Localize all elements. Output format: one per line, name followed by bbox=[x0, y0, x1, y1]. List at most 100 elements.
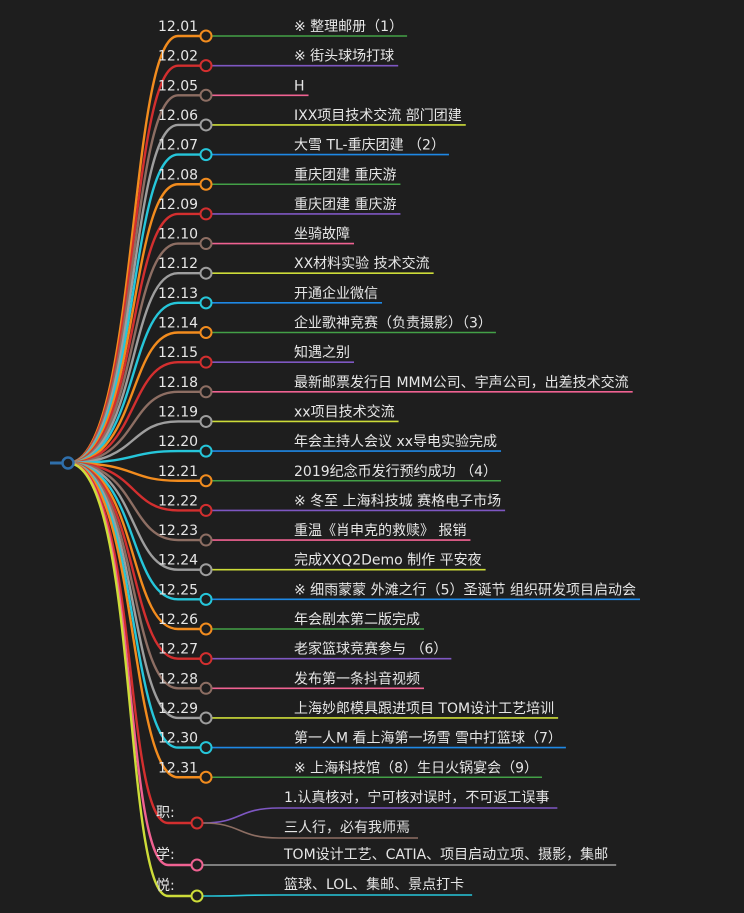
child-text: ※ 整理邮册（1） bbox=[294, 19, 403, 35]
date-label: 12.02 bbox=[158, 49, 198, 65]
child-text: ※ 冬至 上海科技城 赛格电子市场 bbox=[294, 492, 501, 509]
date-node-13-dot[interactable] bbox=[199, 414, 213, 428]
child-text: 第一人M 看上海第一场雪 雪中打篮球（7） bbox=[294, 730, 562, 747]
date-label: 12.27 bbox=[158, 642, 198, 658]
child-text: 大雪 TL-重庆团建 （2） bbox=[294, 138, 445, 154]
date-node-20-dot[interactable] bbox=[199, 622, 213, 636]
date-label: 12.25 bbox=[158, 582, 198, 598]
date-node-12-branch bbox=[67, 390, 206, 465]
date-label: 12.20 bbox=[158, 434, 198, 450]
date-label: 12.07 bbox=[158, 138, 198, 154]
date-label: 12.24 bbox=[158, 553, 198, 569]
category-child-text: TOM设计工艺、CATIA、项目启动立项、摄影，集邮 bbox=[283, 846, 608, 863]
date-node-24-dot[interactable] bbox=[199, 741, 213, 755]
date-node-22-dot[interactable] bbox=[199, 681, 213, 695]
category-child-text: 三人行，必有我师焉 bbox=[284, 820, 410, 836]
date-node-8-branch bbox=[67, 272, 206, 465]
category-label: 学: bbox=[156, 847, 175, 863]
child-text: 重庆团建 重庆游 bbox=[294, 197, 396, 213]
child-text: 知遇之别 bbox=[294, 344, 350, 361]
date-node-2-dot[interactable] bbox=[199, 88, 213, 102]
date-node-13-branch bbox=[67, 420, 206, 465]
child-text: 最新邮票发行日 MMM公司、宇声公司，出差技术交流 bbox=[294, 374, 629, 391]
date-label: 12.23 bbox=[158, 523, 198, 539]
date-node-25-branch bbox=[67, 461, 206, 779]
category-dot[interactable] bbox=[190, 889, 204, 903]
child-text: 重温《肖申克的救赎》 报销 bbox=[294, 522, 466, 539]
date-label: 12.31 bbox=[158, 760, 198, 776]
child-text: 完成XXQ2Demo 制作 平安夜 bbox=[294, 553, 482, 569]
date-node-5-dot[interactable] bbox=[199, 177, 213, 191]
connectors bbox=[67, 34, 640, 898]
date-label: 12.12 bbox=[158, 256, 198, 272]
date-label: 12.14 bbox=[158, 316, 198, 332]
category-child-text: 篮球、LOL、集邮、景点打卡 bbox=[284, 876, 464, 893]
category-label: 悦: bbox=[156, 878, 175, 894]
date-label: 12.22 bbox=[158, 493, 198, 509]
date-node-8-dot[interactable] bbox=[199, 266, 213, 280]
date-label: 12.10 bbox=[158, 227, 198, 243]
category-dot[interactable] bbox=[190, 858, 204, 872]
date-label: 12.30 bbox=[158, 731, 198, 747]
date-label: 12.08 bbox=[158, 167, 198, 183]
date-node-21-dot[interactable] bbox=[199, 652, 213, 666]
date-node-9-dot[interactable] bbox=[199, 296, 213, 310]
date-node-23-dot[interactable] bbox=[199, 711, 213, 725]
child-text: 老家篮球竞赛参与 （6） bbox=[294, 641, 447, 658]
child-text: 上海妙郎模具跟进项目 TOM设计工艺培训 bbox=[294, 701, 554, 717]
date-node-17-branch bbox=[67, 461, 206, 542]
date-node-11-branch bbox=[67, 360, 206, 465]
date-label: 12.19 bbox=[158, 404, 198, 420]
child-text: 年会主持人会议 xx导电实验完成 bbox=[294, 434, 497, 450]
category-child-text: 1.认真核对，宁可核对误时，不可返工误事 bbox=[284, 789, 549, 806]
date-node-14-branch bbox=[67, 449, 206, 465]
date-node-1-dot[interactable] bbox=[199, 59, 213, 73]
date-label: 12.18 bbox=[158, 375, 198, 391]
date-node-16-dot[interactable] bbox=[199, 503, 213, 517]
child-text: 开通企业微信 bbox=[294, 285, 378, 302]
date-label: 12.21 bbox=[158, 464, 198, 480]
date-label: 12.26 bbox=[158, 612, 198, 628]
date-label: 12.29 bbox=[158, 701, 198, 717]
category-child-connector bbox=[202, 894, 473, 897]
date-node-18-dot[interactable] bbox=[199, 563, 213, 577]
child-text: ※ 细雨蒙蒙 外滩之行（5）圣诞节 组织研发项目启动会 bbox=[294, 582, 636, 598]
category-branch bbox=[67, 461, 197, 898]
child-text: 年会剧本第二版完成 bbox=[294, 611, 420, 628]
date-node-25-dot[interactable] bbox=[199, 770, 213, 784]
date-node-12-dot[interactable] bbox=[199, 385, 213, 399]
date-node-0-dot[interactable] bbox=[199, 29, 213, 43]
date-node-10-dot[interactable] bbox=[199, 326, 213, 339]
category-child-connector bbox=[202, 807, 558, 824]
child-text: 2019纪念币发行预约成功 （4） bbox=[294, 463, 497, 480]
date-label: 12.06 bbox=[158, 108, 198, 124]
date-node-15-dot[interactable] bbox=[199, 474, 213, 488]
date-node-11-dot[interactable] bbox=[199, 355, 213, 369]
date-label: 12.13 bbox=[158, 286, 198, 302]
date-node-3-dot[interactable] bbox=[199, 118, 213, 132]
date-node-7-dot[interactable] bbox=[199, 237, 213, 251]
date-label: 12.15 bbox=[158, 345, 198, 361]
date-node-6-dot[interactable] bbox=[199, 207, 213, 221]
category-dot[interactable] bbox=[190, 816, 204, 830]
date-node-4-dot[interactable] bbox=[199, 148, 213, 162]
category-label: 职: bbox=[156, 805, 175, 821]
child-text: xx项目技术交流 bbox=[294, 403, 395, 420]
child-text: 企业歌神竞赛（负责摄影）（3） bbox=[294, 315, 492, 332]
date-node-17-dot[interactable] bbox=[199, 533, 213, 547]
child-text: ※ 上海科技馆（8）生日火锅宴会（9） bbox=[294, 759, 538, 776]
category-child-connector bbox=[202, 822, 418, 839]
date-label: 12.28 bbox=[158, 671, 198, 687]
child-text: 发布第一条抖音视频 bbox=[294, 670, 420, 687]
date-node-19-dot[interactable] bbox=[199, 592, 213, 606]
date-node-14-dot[interactable] bbox=[199, 444, 213, 458]
child-text: 重庆团建 重庆游 bbox=[294, 167, 396, 183]
date-label: 12.09 bbox=[158, 197, 198, 213]
root-node[interactable] bbox=[61, 456, 75, 470]
child-text: 坐骑故障 bbox=[294, 227, 350, 243]
date-label: 12.01 bbox=[158, 19, 198, 35]
child-text: XX材料实验 技术交流 bbox=[294, 255, 430, 272]
date-label: 12.05 bbox=[158, 78, 198, 94]
